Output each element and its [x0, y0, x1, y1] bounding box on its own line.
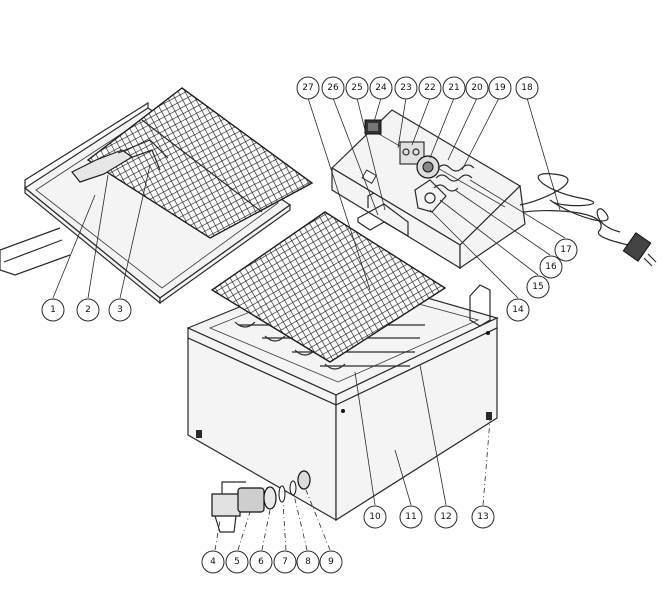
control-knob	[416, 155, 440, 179]
callout-13: 13	[471, 505, 495, 529]
callout-4: 4	[201, 550, 225, 574]
callout-1: 1	[41, 298, 65, 322]
drain-valve	[211, 470, 311, 533]
callout-22: 22	[418, 76, 442, 100]
callout-label: 22	[424, 83, 435, 93]
callout-10: 10	[363, 505, 387, 529]
callout-19: 19	[488, 76, 512, 100]
callout-8: 8	[296, 550, 320, 574]
callout-label: 5	[234, 557, 240, 567]
callout-9: 9	[319, 550, 343, 574]
callout-label: 4	[210, 557, 216, 567]
callout-21: 21	[442, 76, 466, 100]
callout-label: 11	[405, 512, 416, 522]
callout-label: 9	[328, 557, 334, 567]
basket-handle-rod	[0, 227, 71, 276]
callout-label: 18	[521, 83, 533, 93]
lower-basket	[210, 211, 447, 363]
callout-label: 13	[477, 512, 488, 522]
callout-label: 8	[305, 557, 311, 567]
mounting-bracket	[357, 192, 409, 238]
callout-14: 14	[506, 298, 530, 322]
callout-5: 5	[225, 550, 249, 574]
callout-label: 2	[85, 305, 91, 315]
callout-label: 16	[545, 262, 557, 272]
callout-label: 19	[494, 83, 506, 93]
callout-label: 1	[50, 305, 56, 315]
callout-label: 7	[282, 557, 288, 567]
callout-3: 3	[108, 298, 132, 322]
heating-element-coil	[433, 164, 475, 192]
callout-12: 12	[434, 505, 458, 529]
bracket-assembly	[414, 179, 447, 213]
callout-label: 27	[302, 83, 313, 93]
callout-16: 16	[539, 255, 563, 279]
callout-11: 11	[399, 505, 423, 529]
callout-7: 7	[273, 550, 297, 574]
callout-label: 17	[560, 245, 571, 255]
callout-20: 20	[465, 76, 489, 100]
callout-18: 18	[515, 76, 539, 100]
callout-2: 2	[76, 298, 100, 322]
switch-indicator	[364, 119, 382, 135]
callout-15: 15	[526, 275, 550, 299]
thermostat-block	[399, 141, 425, 165]
callout-label: 20	[471, 83, 483, 93]
callout-label: 10	[369, 512, 381, 522]
callout-17: 17	[554, 238, 578, 262]
callout-label: 12	[440, 512, 451, 522]
callout-label: 21	[448, 83, 459, 93]
callout-label: 14	[512, 305, 524, 315]
callout-27: 27	[296, 76, 320, 100]
callout-label: 3	[117, 305, 123, 315]
callout-label: 15	[532, 282, 543, 292]
callout-label: 23	[400, 83, 411, 93]
callout-26: 26	[321, 76, 345, 100]
callout-label: 6	[258, 557, 264, 567]
callout-label: 25	[351, 83, 362, 93]
basket-handle	[71, 139, 169, 183]
callout-6: 6	[249, 550, 273, 574]
leader-lines	[52, 97, 566, 551]
callout-25: 25	[345, 76, 369, 100]
callout-label: 24	[375, 83, 387, 93]
element-support-bracket	[469, 284, 491, 327]
power-cord	[519, 173, 657, 267]
callout-23: 23	[394, 76, 418, 100]
callout-24: 24	[369, 76, 393, 100]
upper-basket	[86, 87, 314, 239]
callout-label: 26	[327, 83, 339, 93]
